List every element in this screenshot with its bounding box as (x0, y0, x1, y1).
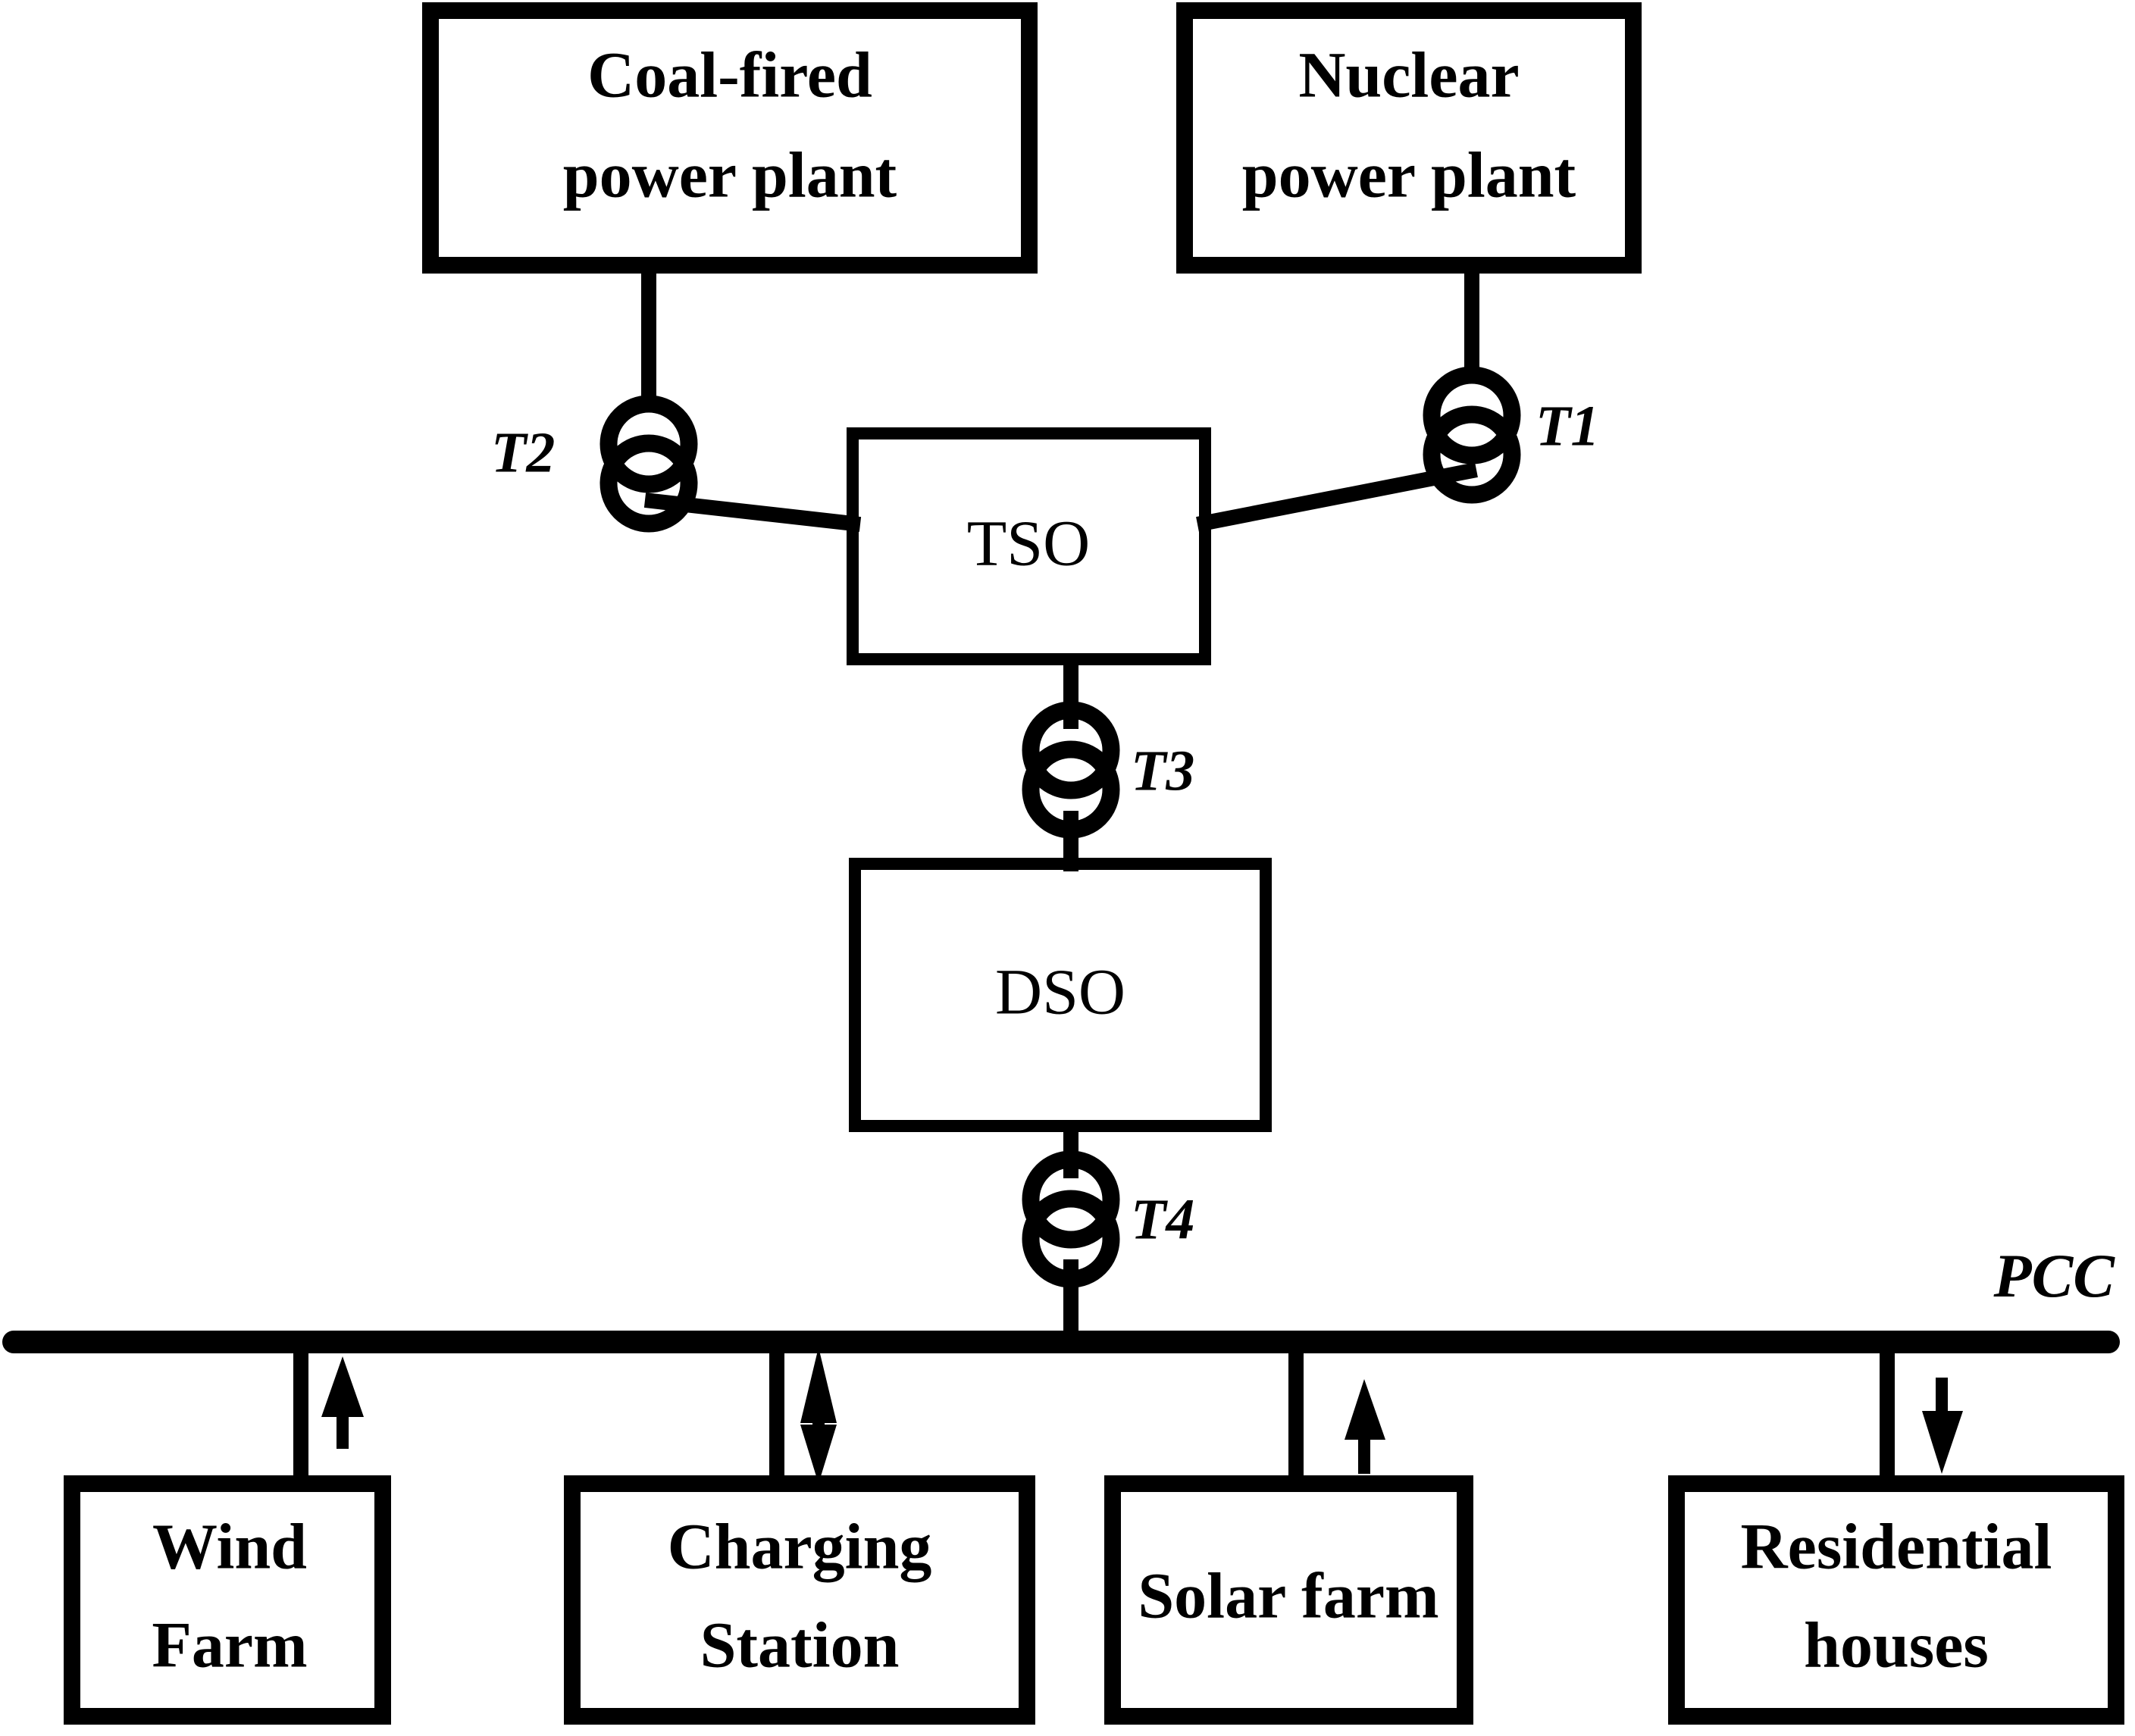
transformer-t2[interactable]: T2 (491, 395, 698, 533)
solar-farm-label: Solar farm (1138, 1559, 1438, 1632)
arrow-wind-up (321, 1356, 364, 1449)
residential-houses-label-line1: Residential (1741, 1510, 2052, 1583)
residential-houses-label-line2: houses (1804, 1609, 1989, 1681)
dso-label: DSO (995, 956, 1125, 1028)
transformer-t3-label: T3 (1131, 739, 1194, 802)
arrow-solar-up (1345, 1379, 1385, 1474)
coal-plant-label-line2: power plant (563, 139, 897, 211)
box-nuclear-power-plant[interactable]: Nuclear power plant (1176, 2, 1642, 274)
nuclear-plant-label-line1: Nuclear (1298, 39, 1519, 111)
transformer-t2-label: T2 (491, 421, 555, 484)
wind-farm-label-line2: Farm (152, 1609, 307, 1681)
box-wind-farm[interactable]: Wind Farm (64, 1475, 391, 1725)
charging-station-label-line2: Station (700, 1609, 900, 1681)
transformer-t4-label: T4 (1131, 1187, 1194, 1251)
coal-plant-label-line1: Coal-fired (587, 39, 872, 111)
pcc-label: PCC (1993, 1241, 2116, 1310)
box-tso[interactable]: TSO (847, 427, 1211, 665)
feeder-wind-farm (293, 1342, 364, 1489)
transformer-t1-label: T1 (1536, 394, 1599, 458)
wind-farm-label-line1: Wind (152, 1510, 307, 1583)
tso-label: TSO (967, 507, 1090, 580)
box-charging-station[interactable]: Charging Station (564, 1475, 1035, 1725)
arrow-residential-down (1922, 1378, 1963, 1474)
nuclear-plant-label-line2: power plant (1242, 139, 1576, 211)
box-solar-farm[interactable]: Solar farm (1104, 1475, 1473, 1725)
transformer-t1[interactable]: T1 (1423, 366, 1599, 504)
feeder-solar-farm (1288, 1342, 1385, 1489)
connection-lines (641, 261, 1479, 1345)
transformer-t4[interactable]: T4 (1022, 1150, 1194, 1288)
arrow-charging-bidirectional (800, 1347, 837, 1484)
box-coal-fired-power-plant[interactable]: Coal-fired power plant (422, 2, 1038, 274)
charging-station-label-line1: Charging (668, 1510, 932, 1583)
box-residential-houses[interactable]: Residential houses (1668, 1475, 2124, 1725)
transformer-t3[interactable]: T3 (1022, 701, 1194, 839)
feeder-residential-houses (1880, 1342, 1963, 1489)
box-dso[interactable]: DSO (849, 858, 1272, 1132)
feeder-charging-station (769, 1342, 837, 1489)
pcc-bus[interactable]: PCC (2, 1241, 2120, 1353)
